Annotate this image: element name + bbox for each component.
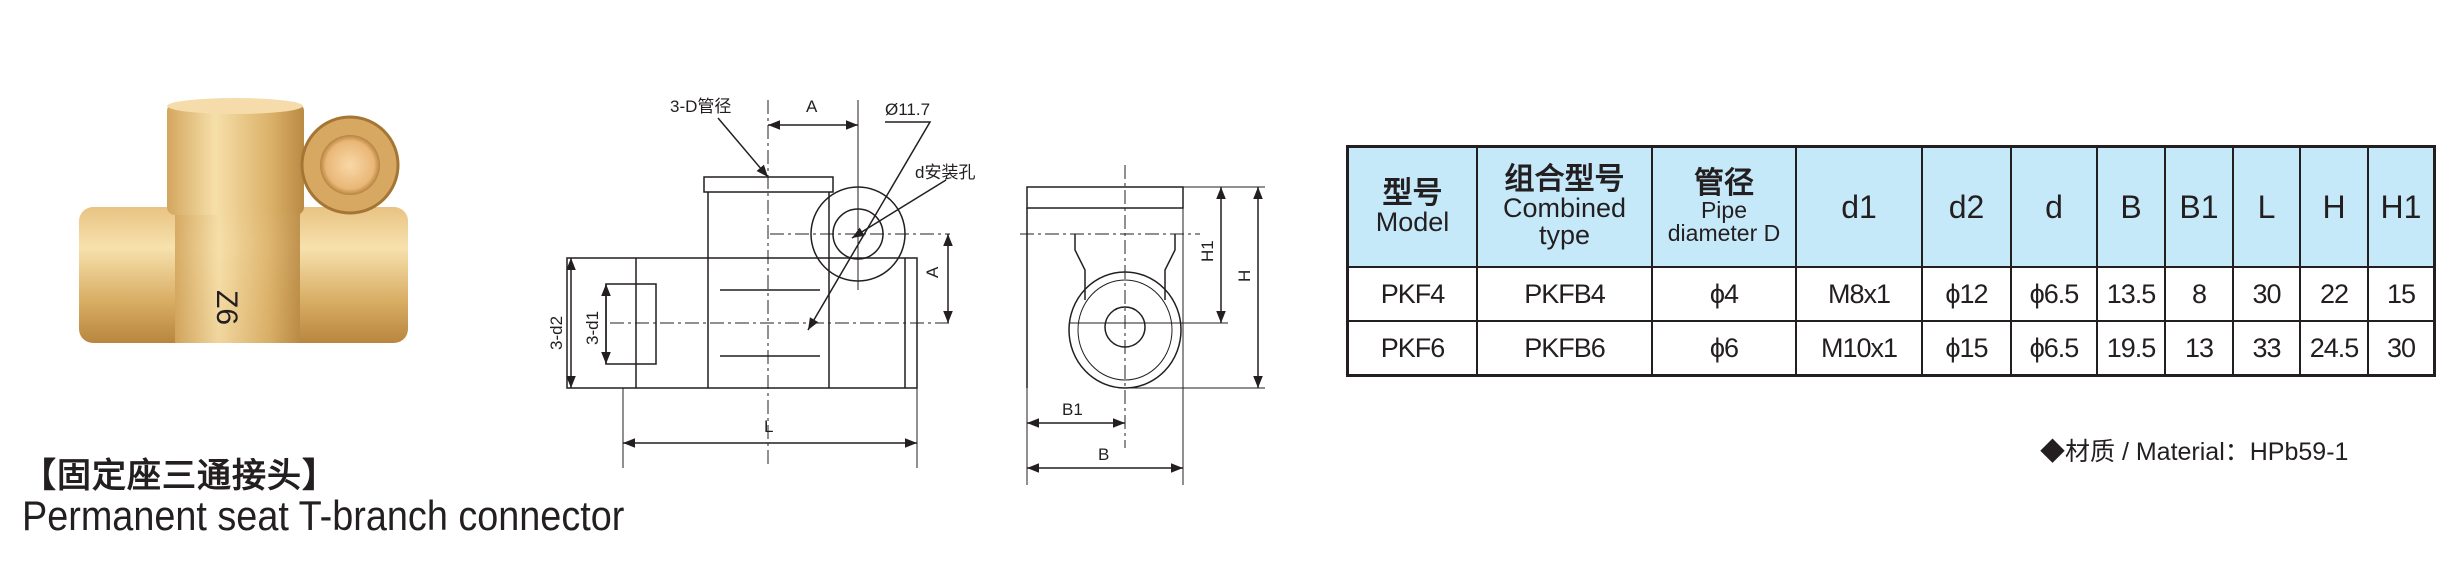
label-h1: H1 (1198, 240, 1217, 262)
cell-model: PKF6 (1346, 320, 1478, 377)
header-d: d (2010, 145, 2098, 268)
cell-d2: ϕ15 (1921, 320, 2012, 377)
product-title-cn: 【固定座三通接头】 (22, 457, 337, 495)
product-title-en: Permanent seat T-branch connector (22, 492, 625, 539)
header-b1: B1 (2164, 145, 2234, 268)
label-mount-hole: d安装孔 (915, 163, 975, 182)
label-pipe-diameter: 3-D管径 (670, 97, 731, 116)
label-h: H (1235, 270, 1254, 282)
cell-pipe-diameter: ϕ4 (1651, 266, 1797, 322)
technical-drawing: 3-D管径 A Ø11.7 d安装孔 A 3-d2 3-d1 L H1 H B1… (547, 97, 1265, 485)
header-d1: d1 (1795, 145, 1923, 268)
cell-b: 19.5 (2096, 320, 2166, 377)
cell-h: 22 (2299, 266, 2369, 322)
cell-h1: 30 (2367, 320, 2436, 377)
label-d1: 3-d1 (583, 311, 602, 345)
label-hole-diameter: Ø11.7 (885, 100, 930, 119)
cell-pipe-diameter: ϕ6 (1651, 320, 1797, 377)
cell-model: PKF4 (1346, 266, 1478, 322)
cell-d2: ϕ12 (1921, 266, 2012, 322)
cell-d1: M10x1 (1795, 320, 1923, 377)
label-b1: B1 (1062, 400, 1083, 419)
cell-d1: M8x1 (1795, 266, 1923, 322)
label-a-top: A (806, 97, 818, 116)
front-view (566, 100, 953, 468)
cell-l: 33 (2232, 320, 2301, 377)
cell-b1: 8 (2164, 266, 2234, 322)
cell-d: ϕ6.5 (2010, 266, 2098, 322)
header-h: H (2299, 145, 2369, 268)
label-d2: 3-d2 (547, 316, 566, 350)
header-l: L (2232, 145, 2301, 268)
cell-b: 13.5 (2096, 266, 2166, 322)
cell-combined-type: PKFB6 (1476, 320, 1653, 377)
header-h1: H1 (2367, 145, 2436, 268)
label-a-side: A (923, 266, 942, 278)
header-d2: d2 (1921, 145, 2012, 268)
cell-d: ϕ6.5 (2010, 320, 2098, 377)
material-note: ◆材质 / Material：HPb59-1 (2040, 438, 2349, 466)
cell-h: 24.5 (2299, 320, 2369, 377)
label-l: L (764, 417, 773, 436)
product-photo: Z6 (79, 98, 408, 343)
cell-combined-type: PKFB4 (1476, 266, 1653, 322)
header-b: B (2096, 145, 2166, 268)
cell-l: 30 (2232, 266, 2301, 322)
cell-b1: 13 (2164, 320, 2234, 377)
photo-marking: Z6 (210, 290, 243, 325)
label-b: B (1098, 445, 1109, 464)
cell-h1: 15 (2367, 266, 2436, 322)
side-view (1020, 165, 1265, 485)
